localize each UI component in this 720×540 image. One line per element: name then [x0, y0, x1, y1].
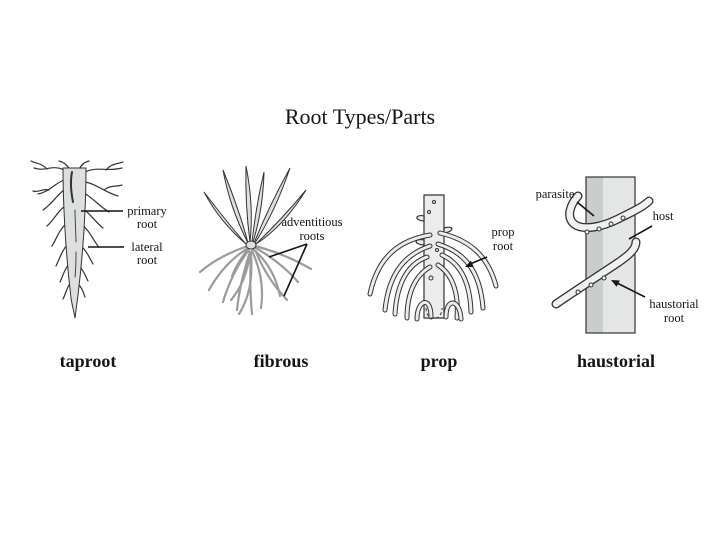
primary-root-shape: [62, 167, 87, 319]
primary-root-label: primary: [127, 204, 167, 218]
haustorial-root-arrow-line: [616, 282, 646, 298]
haustoria-bumps: [575, 215, 626, 295]
adventitious-roots-leader-line-1: [268, 243, 308, 258]
haustorial-root-label: haustorial: [649, 297, 699, 311]
fibrous-diagram: adventitious roots: [198, 165, 343, 316]
parasite-label: parasite: [536, 187, 575, 201]
fibrous-roots: [198, 244, 313, 316]
caption-prop: prop: [420, 351, 458, 371]
prop-root-label: prop: [492, 225, 515, 239]
haustorial-root-arrowhead: [611, 280, 620, 287]
prop-diagram: prop root: [367, 194, 515, 322]
taproot-diagram: primary root lateral root: [30, 160, 168, 319]
hanging-root: [425, 307, 443, 319]
primary-root-label-line2: root: [137, 217, 158, 231]
lateral-root-label-line2: root: [137, 253, 158, 267]
prop-root-arrowhead: [465, 260, 474, 267]
crown: [245, 240, 257, 250]
adventitious-roots-leader-line-2: [283, 243, 308, 297]
lateral-root-label: lateral: [131, 240, 163, 254]
page-title: Root Types/Parts: [284, 104, 436, 129]
caption-taproot: taproot: [59, 351, 117, 371]
prop-root-arches: [367, 230, 499, 322]
parasite-leader-line: [576, 201, 595, 217]
parasite-vine: [551, 191, 654, 309]
prop-root-label-line2: root: [493, 239, 514, 253]
adventitious-roots-label: adventitious: [281, 215, 342, 229]
caption-haustorial: haustorial: [576, 351, 656, 371]
haustorial-diagram: parasite host haustorial root: [536, 176, 699, 334]
prop-root-arrow-line: [469, 256, 488, 265]
host-label: host: [653, 209, 674, 223]
adventitious-roots-label-line2: roots: [300, 229, 325, 243]
taproot-surface-marks: [69, 171, 77, 278]
haustorial-root-label-line2: root: [664, 311, 685, 325]
host-leader-line: [628, 225, 653, 240]
caption-fibrous: fibrous: [253, 351, 309, 371]
fibrous-leaves: [203, 165, 307, 250]
